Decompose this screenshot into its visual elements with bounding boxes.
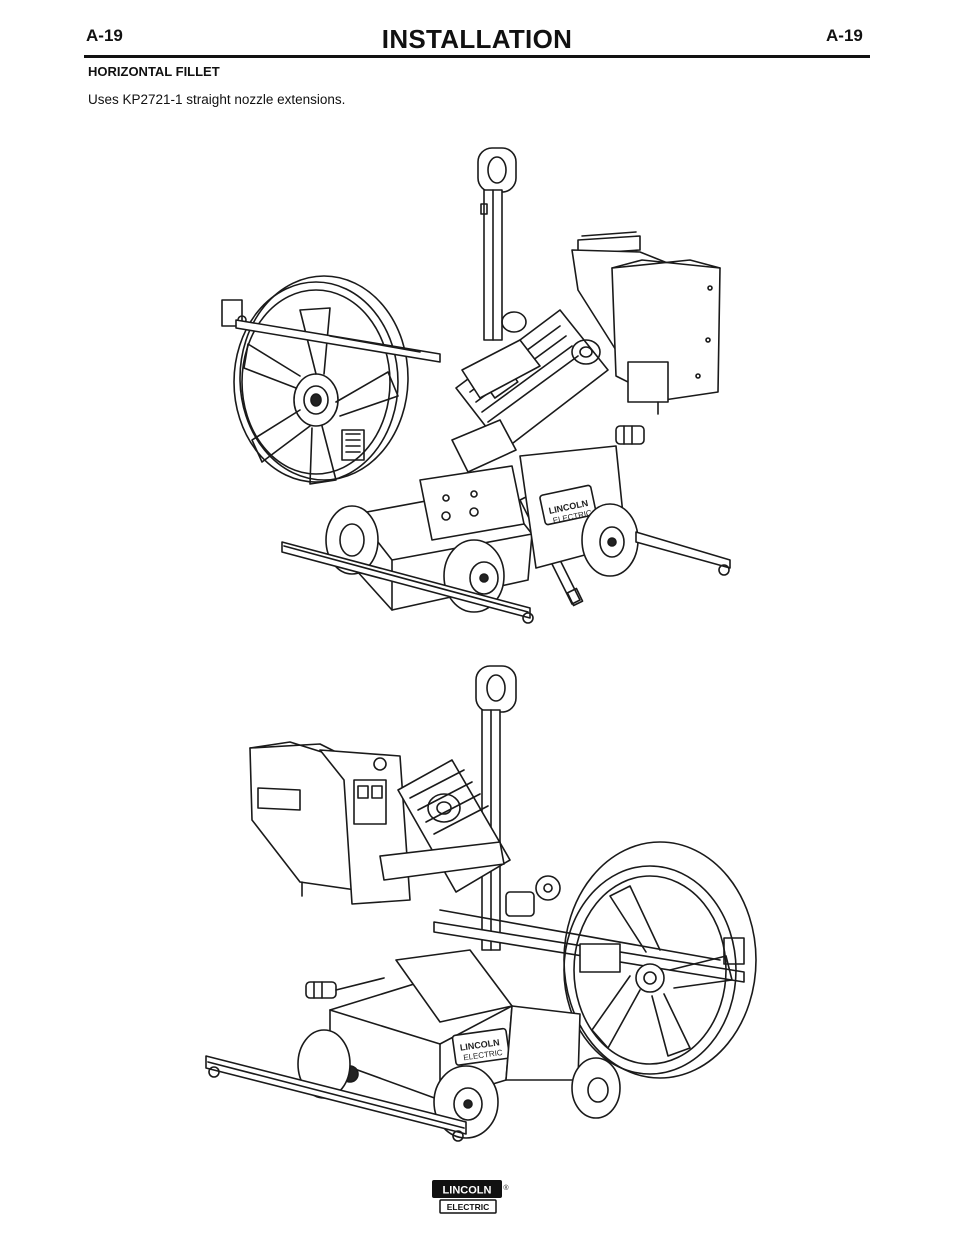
footer-brand-line1: LINCOLN	[443, 1185, 492, 1197]
reel-support-bar	[433, 909, 745, 983]
lift-eye	[475, 665, 517, 713]
wire-reel	[563, 841, 757, 1079]
section-heading: HORIZONTAL FILLET	[88, 64, 220, 79]
wheel-right	[581, 503, 639, 577]
page-number-right: A-19	[826, 26, 863, 45]
wheel-right	[571, 1057, 621, 1119]
reel-support-bar	[235, 319, 441, 363]
guide-rail	[205, 1055, 467, 1142]
header-rule	[84, 55, 870, 58]
control-box	[571, 231, 721, 415]
tractor-illustration-bottom: LINCOLN ELECTRIC	[0, 660, 954, 1150]
page-number-left: A-19	[86, 26, 123, 45]
lincoln-electric-logo: LINCOLN ELECTRIC ®	[432, 1180, 509, 1214]
gas-fitting	[615, 425, 645, 445]
section-body: Uses KP2721-1 straight nozzle extensions…	[88, 92, 346, 107]
wire-reel	[221, 275, 409, 485]
guide-rail-left	[281, 541, 534, 624]
page-title: INSTALLATION	[381, 24, 573, 54]
registered-mark: ®	[503, 1184, 509, 1192]
lift-eye	[477, 147, 517, 193]
footer-brand-line2: ELECTRIC	[447, 1202, 490, 1212]
tractor-illustration-top: LINCOLN ELECTRIC	[0, 140, 954, 630]
gas-fitting	[305, 977, 385, 999]
guide-rail-right	[635, 531, 731, 576]
wire-feeder-head	[451, 309, 609, 473]
wire-feeder-head	[379, 759, 561, 917]
mast	[480, 189, 503, 341]
